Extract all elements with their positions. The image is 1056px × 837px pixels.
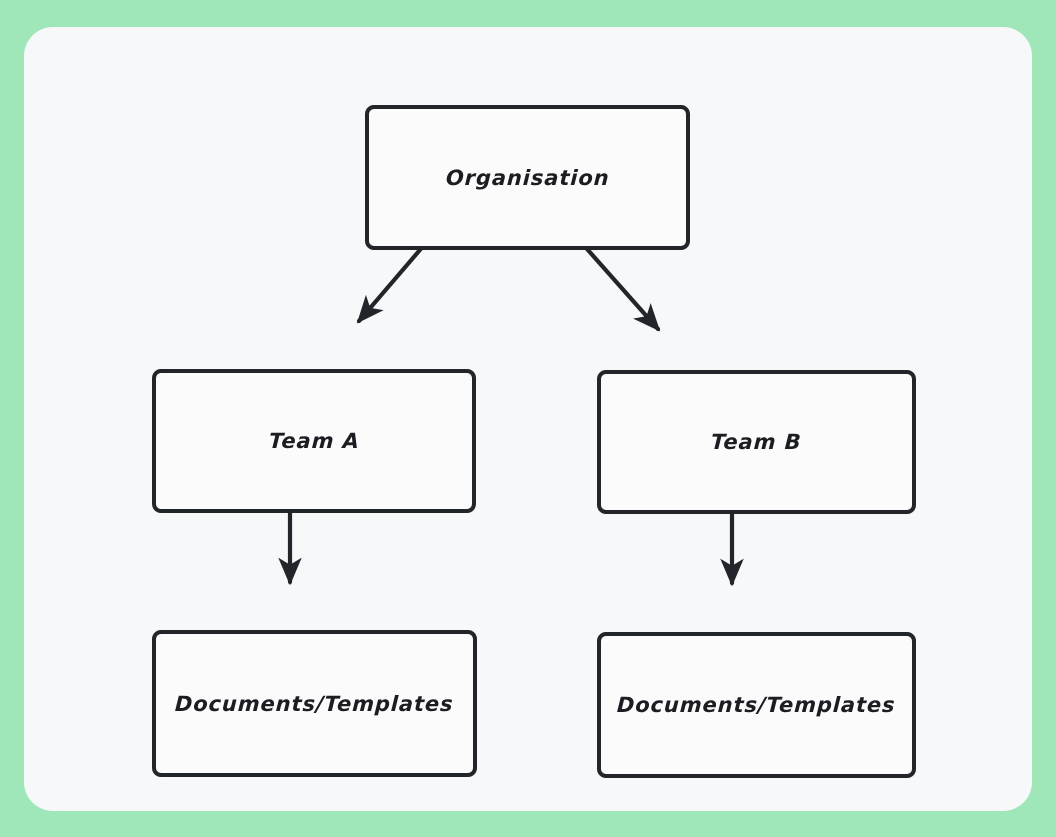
node-team-b[interactable]: Team B <box>597 370 916 514</box>
node-organisation-label: Organisation <box>445 165 610 190</box>
node-team-a-label: Team A <box>267 429 361 453</box>
node-organisation[interactable]: Organisation <box>365 105 690 250</box>
node-documents-templates-b-label: Documents/Templates <box>616 693 897 717</box>
node-team-b-label: Team B <box>710 430 803 454</box>
node-documents-templates-a-label: Documents/Templates <box>174 691 455 716</box>
diagram-card: Organisation Team A Team B Documents/Tem… <box>24 27 1032 811</box>
node-documents-templates-b[interactable]: Documents/Templates <box>597 632 916 778</box>
node-team-a[interactable]: Team A <box>152 369 476 513</box>
node-documents-templates-a[interactable]: Documents/Templates <box>152 630 477 777</box>
